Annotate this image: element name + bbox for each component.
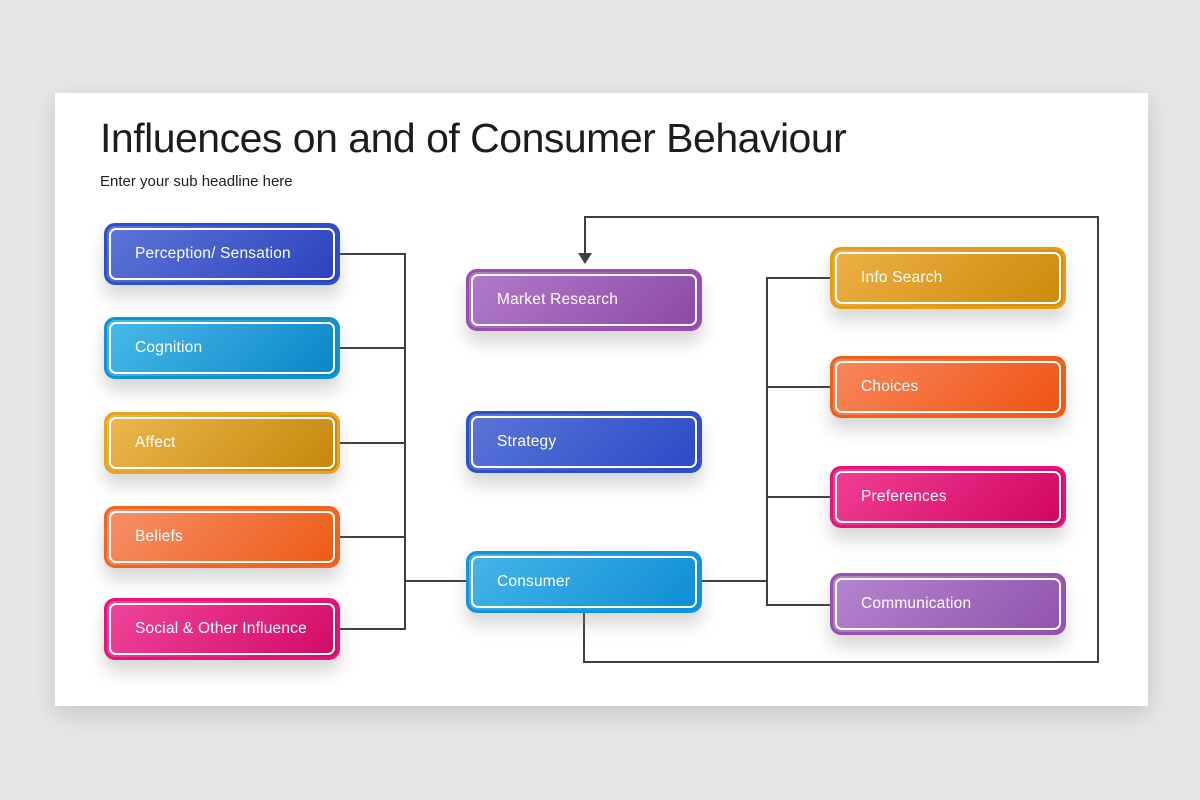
- node-label: Choices: [861, 378, 919, 395]
- page-subtitle: Enter your sub headline here: [100, 173, 293, 190]
- connector-preferences-stub: [766, 496, 830, 498]
- node-label: Perception/ Sensation: [135, 245, 291, 262]
- node-label: Beliefs: [135, 528, 183, 545]
- node-label: Cognition: [135, 339, 203, 356]
- connector-loop-right: [1097, 216, 1099, 662]
- node-perception-sensation: Perception/ Sensation: [104, 223, 340, 285]
- node-cognition: Cognition: [104, 317, 340, 379]
- flowchart: Perception/ Sensation Cognition Affect B…: [55, 93, 1148, 706]
- node-strategy: Strategy: [466, 411, 702, 473]
- connector-loop-arrow-shaft: [584, 216, 586, 255]
- connector-left-rail: [404, 253, 406, 630]
- page-title: Influences on and of Consumer Behaviour: [100, 115, 847, 161]
- connector-cognition-stub: [340, 347, 405, 349]
- connector-beliefs-stub: [340, 536, 405, 538]
- node-label: Market Research: [497, 291, 619, 308]
- connector-loop-bottom: [583, 661, 1099, 663]
- connector-right-rail: [766, 277, 768, 606]
- node-consumer: Consumer: [466, 551, 702, 613]
- connector-info-search-stub: [766, 277, 830, 279]
- node-communication: Communication: [830, 573, 1066, 635]
- connector-loop-consumer-down: [583, 613, 585, 662]
- connector-social-stub: [340, 628, 405, 630]
- node-market-research: Market Research: [466, 269, 702, 331]
- node-preferences: Preferences: [830, 466, 1066, 528]
- node-info-search: Info Search: [830, 247, 1066, 309]
- arrow-down-icon: [578, 253, 592, 264]
- connector-communication-stub: [766, 604, 830, 606]
- connector-affect-stub: [340, 442, 405, 444]
- node-label: Preferences: [861, 488, 947, 505]
- connector-loop-top: [584, 216, 1098, 218]
- node-label: Consumer: [497, 573, 571, 590]
- connector-consumer-to-right-rail: [702, 580, 767, 582]
- node-label: Communication: [861, 595, 972, 612]
- connector-choices-stub: [766, 386, 830, 388]
- node-label: Strategy: [497, 433, 557, 450]
- node-beliefs: Beliefs: [104, 506, 340, 568]
- node-choices: Choices: [830, 356, 1066, 418]
- node-social-other-influence: Social & Other Influence: [104, 598, 340, 660]
- connector-left-rail-to-consumer: [404, 580, 466, 582]
- node-label: Info Search: [861, 269, 943, 286]
- node-label: Social & Other Influence: [135, 620, 307, 637]
- slide: Influences on and of Consumer Behaviour …: [55, 93, 1148, 706]
- node-label: Affect: [135, 434, 176, 451]
- node-affect: Affect: [104, 412, 340, 474]
- connector-perception-stub: [340, 253, 405, 255]
